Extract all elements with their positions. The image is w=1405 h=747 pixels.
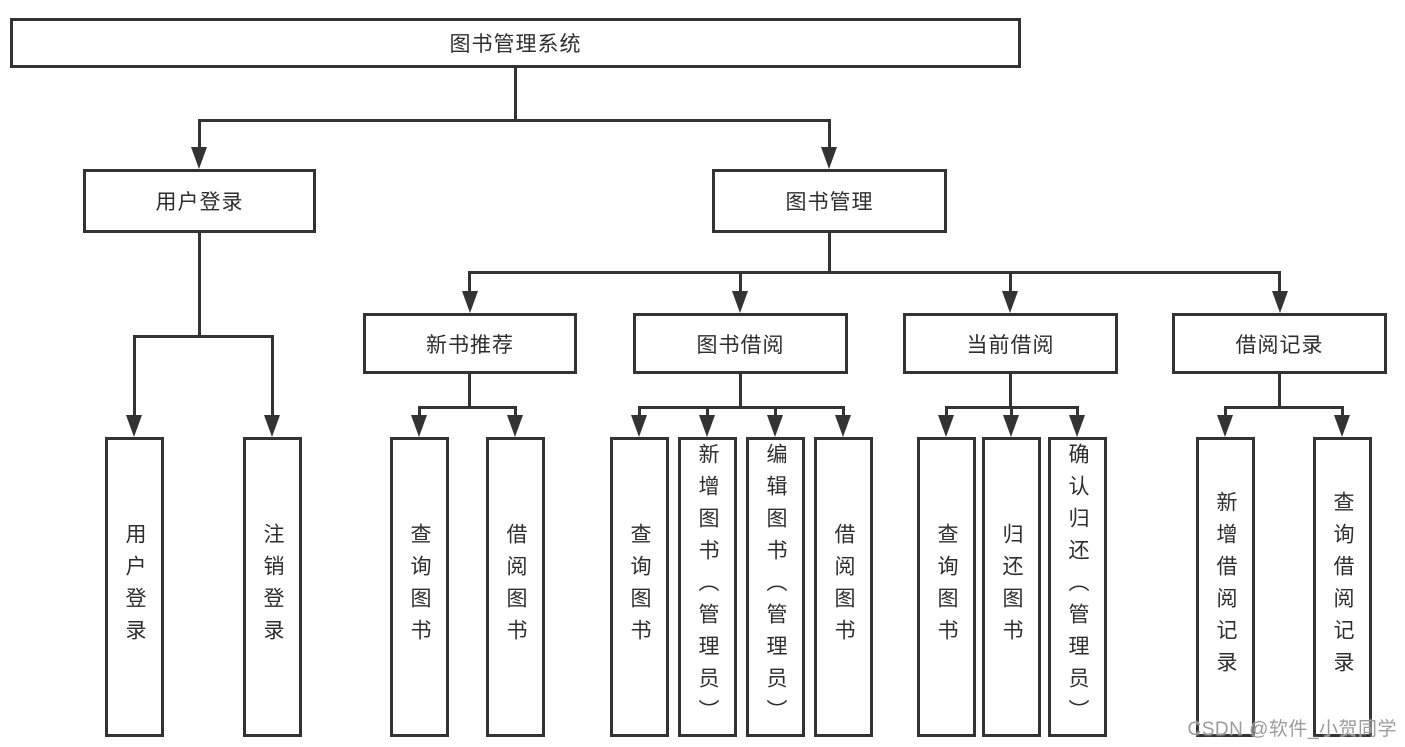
connector-drop-user-login [198, 119, 201, 149]
leaf-borrow-books: 借阅图书 [486, 437, 545, 737]
connector-drop-section [1009, 271, 1012, 293]
leaf-edit-books-admin: 编辑图书（管理员） [746, 437, 805, 737]
node-new-book-recommend: 新书推荐 [363, 313, 577, 374]
connector-section-stem [739, 374, 742, 409]
leaf-borrow-books: 借阅图书 [814, 437, 873, 737]
arrowhead-to-book-borrow [732, 291, 748, 313]
node-current-borrow: 当前借阅 [903, 313, 1118, 374]
node-label: 图书借阅 [696, 333, 785, 357]
arrowhead-to-current-borrow [1002, 291, 1018, 313]
leaf-query-borrow-record: 查询借阅记录 [1313, 437, 1372, 737]
arrowhead-to-book-management [821, 147, 837, 169]
connector-drop-leaf [1341, 406, 1344, 417]
leaf-logout: 注销登录 [243, 437, 302, 737]
arrowhead-to-leaf [1334, 415, 1350, 437]
node-label: 用户登录 [155, 191, 244, 214]
arrowhead-to-leaf [264, 415, 280, 437]
arrowhead-to-new-book-recommend [462, 291, 478, 313]
leaf-label: 归还图书 [1000, 523, 1023, 651]
node-label: 图书管理 [785, 191, 874, 214]
leaf-label: 查询图书 [628, 523, 651, 651]
leaf-query-books: 查询图书 [390, 437, 449, 737]
arrowhead-to-leaf [938, 415, 954, 437]
connector-drop-leaf [133, 335, 136, 417]
node-library-management-system: 图书管理系统 [10, 18, 1021, 68]
connector-drop-leaf [638, 406, 641, 417]
connector-drop-section [739, 271, 742, 293]
connector-drop-section [1278, 271, 1281, 293]
connector-user-login-stem [198, 233, 201, 338]
leaf-label: 新增图书（管理员） [696, 443, 719, 731]
leaf-return-books: 归还图书 [982, 437, 1041, 737]
arrowhead-to-leaf [507, 415, 523, 437]
leaf-confirm-return-admin: 确认归还（管理员） [1048, 437, 1107, 737]
connector-root-bar [198, 119, 831, 122]
leaf-label: 编辑图书（管理员） [764, 443, 787, 731]
connector-section-bar [418, 406, 517, 409]
connector-drop-leaf [418, 406, 421, 417]
leaf-label: 确认归还（管理员） [1066, 443, 1089, 731]
connector-drop-leaf [271, 335, 274, 417]
node-label: 借阅记录 [1235, 333, 1324, 357]
connector-drop-leaf [945, 406, 948, 417]
leaf-label: 查询图书 [408, 523, 431, 651]
connector-section-stem [1278, 374, 1281, 409]
arrowhead-to-leaf [1003, 415, 1019, 437]
connector-drop-leaf [842, 406, 845, 417]
arrowhead-to-leaf [699, 415, 715, 437]
connector-drop-leaf [706, 406, 709, 417]
leaf-add-books-admin: 新增图书（管理员） [678, 437, 737, 737]
connector-section-stem [468, 374, 471, 409]
arrowhead-to-leaf [126, 415, 142, 437]
arrowhead-to-leaf [1069, 415, 1085, 437]
connector-book-management-bar [468, 271, 1281, 274]
node-label: 图书管理系统 [449, 33, 582, 56]
node-label: 当前借阅 [966, 333, 1055, 357]
connector-drop-leaf [514, 406, 517, 417]
leaf-label: 新增借阅记录 [1214, 491, 1237, 683]
connector-book-management-stem [828, 233, 831, 274]
arrowhead-to-leaf [1217, 415, 1233, 437]
leaf-label: 借阅图书 [832, 523, 855, 651]
connector-section-stem [1009, 374, 1012, 409]
leaf-label: 注销登录 [261, 523, 284, 651]
node-borrow-records: 借阅记录 [1172, 313, 1387, 374]
connector-section-bar [1224, 406, 1344, 409]
connector-drop-leaf [1224, 406, 1227, 417]
connector-drop-leaf [1076, 406, 1079, 417]
arrowhead-to-user-login [191, 147, 207, 169]
connector-drop-leaf [774, 406, 777, 417]
connector-user-login-bar [133, 335, 274, 338]
node-label: 新书推荐 [426, 333, 514, 357]
leaf-query-books: 查询图书 [610, 437, 669, 737]
arrowhead-to-leaf [631, 415, 647, 437]
node-book-borrow: 图书借阅 [633, 313, 848, 374]
arrowhead-to-leaf [835, 415, 851, 437]
leaf-add-borrow-record: 新增借阅记录 [1196, 437, 1255, 737]
connector-drop-leaf [1010, 406, 1013, 417]
arrowhead-to-borrow-records [1272, 291, 1288, 313]
leaf-label: 查询图书 [935, 523, 958, 651]
connector-root-stem [514, 68, 517, 121]
arrowhead-to-leaf [411, 415, 427, 437]
connector-section-bar [638, 406, 845, 409]
leaf-label: 查询借阅记录 [1331, 491, 1354, 683]
arrowhead-to-leaf [767, 415, 783, 437]
leaf-label: 用户登录 [123, 523, 146, 651]
node-user-login: 用户登录 [83, 169, 316, 233]
leaf-label: 借阅图书 [504, 523, 527, 651]
leaf-query-books: 查询图书 [917, 437, 976, 737]
connector-drop-section [468, 271, 471, 293]
node-book-management: 图书管理 [712, 169, 947, 233]
csdn-watermark: CSDN @软件_小贺同学 [1187, 719, 1397, 740]
leaf-user-login: 用户登录 [105, 437, 164, 737]
connector-drop-book-management [828, 119, 831, 149]
